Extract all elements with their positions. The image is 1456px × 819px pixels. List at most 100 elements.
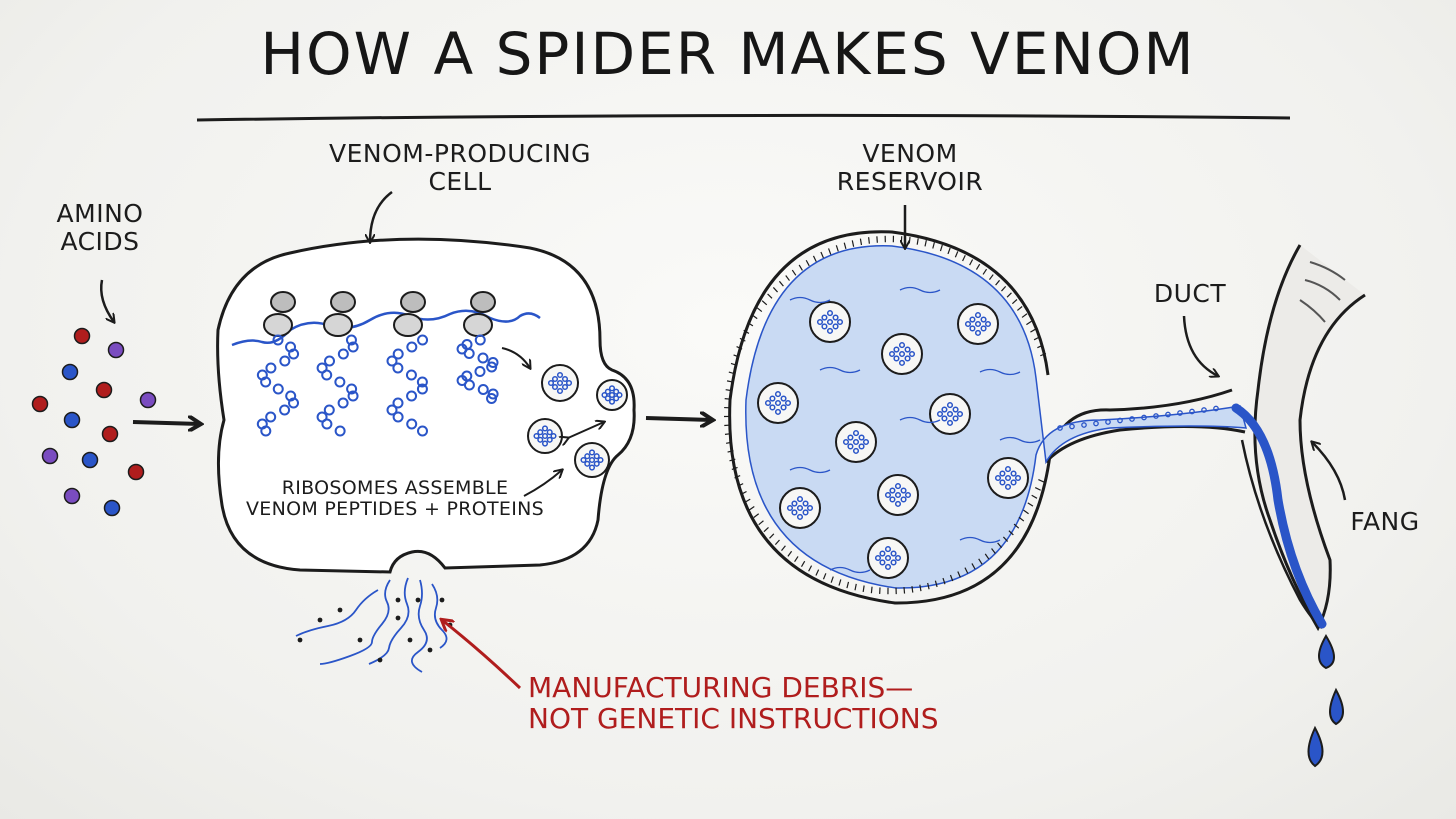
- venom-peptide: [593, 460, 600, 467]
- amino-bead: [486, 393, 498, 404]
- venom-peptide: [826, 310, 834, 317]
- amino-bead: [337, 397, 349, 409]
- membrane-tick: [725, 389, 732, 392]
- vesicle-membrane: [596, 379, 628, 411]
- membrane-tick: [753, 513, 760, 518]
- reservoir-fill: [745, 245, 1248, 589]
- duct-label-arrow: [1182, 315, 1218, 376]
- membrane-tick: [903, 587, 906, 594]
- cell-to-reservoir-arrow: [645, 418, 712, 420]
- membrane-tick: [916, 238, 919, 245]
- duct-particle: [1141, 414, 1147, 421]
- vesicle-membrane: [957, 303, 999, 345]
- membrane-tick: [975, 263, 981, 270]
- venom-peptide: [889, 496, 896, 503]
- debris-strand: [319, 579, 391, 665]
- venom-peptide: [952, 415, 959, 422]
- venom-producing-cell: [216, 237, 636, 574]
- amino-bead: [334, 376, 346, 388]
- membrane-tick: [947, 247, 951, 255]
- venom-peptide: [593, 453, 600, 460]
- membrane-tick: [794, 556, 799, 563]
- amino-bead: [272, 334, 284, 346]
- vesicle-membrane: [867, 537, 909, 579]
- amino-acid: [41, 447, 59, 465]
- venom-peptide: [780, 404, 787, 411]
- ribosome-large-subunit: [393, 313, 423, 337]
- membrane-tick: [1040, 352, 1047, 357]
- venom-peptide: [941, 415, 948, 422]
- amino-bead: [416, 425, 428, 437]
- amino-acid: [95, 381, 113, 399]
- debris-dot: [395, 597, 401, 603]
- venom-peptide: [884, 491, 892, 499]
- amino-acid: [73, 327, 91, 345]
- duct-particle: [1093, 420, 1099, 427]
- venom-peptide: [551, 375, 559, 383]
- venom-peptide: [900, 496, 907, 503]
- venom-peptide: [791, 500, 798, 507]
- reservoir-vesicles: [757, 301, 1029, 579]
- membrane-tick: [1026, 320, 1032, 326]
- membrane-tick: [769, 533, 775, 539]
- venom-peptide: [556, 387, 564, 395]
- venom-peptide: [898, 350, 906, 358]
- venom-peptide: [847, 434, 854, 441]
- membrane-tick: [924, 239, 927, 247]
- membrane-tick: [843, 242, 847, 250]
- venom-peptide: [904, 355, 911, 362]
- fang-venom-channel: [1231, 403, 1327, 629]
- venom-peptide: [889, 487, 896, 494]
- venom-peptide: [936, 410, 944, 418]
- membrane-tick: [763, 526, 769, 533]
- membrane-tick: [744, 498, 751, 503]
- venom-peptide: [898, 342, 906, 349]
- duct-particle: [1201, 407, 1207, 413]
- membrane-tick: [733, 354, 740, 358]
- amino-bead: [463, 348, 475, 359]
- vesicle-membrane: [757, 382, 799, 424]
- membrane-tick: [781, 545, 786, 552]
- venom-peptide: [890, 550, 897, 557]
- membrane-tick: [747, 322, 754, 327]
- venom-peptide: [584, 453, 591, 460]
- membrane-tick: [812, 255, 817, 262]
- ribosome: [456, 291, 499, 404]
- venom-peptide: [791, 509, 798, 516]
- membrane-tick: [1018, 516, 1025, 522]
- vesicle-membrane: [835, 421, 877, 463]
- membrane-tick: [785, 275, 790, 281]
- amino-acid: [31, 395, 49, 413]
- reservoir-vesicle: [809, 301, 851, 343]
- debris-dot: [439, 597, 445, 603]
- venom-peptide: [821, 323, 828, 330]
- venom-peptide: [884, 546, 892, 553]
- ribosome: [256, 291, 300, 437]
- membrane-tick: [1008, 530, 1014, 536]
- fang-outline: [1253, 244, 1366, 632]
- amino-bead: [260, 376, 272, 388]
- debris-label: MANUFACTURING DEBRIS—NOT GENETIC INSTRUC…: [528, 671, 939, 736]
- ribosome-small-subunit: [400, 291, 426, 313]
- duct-particle: [1069, 423, 1075, 430]
- cell-vesicle: [574, 442, 610, 478]
- debris-strand: [295, 589, 379, 637]
- venom-strand: [829, 566, 871, 574]
- venom-peptide: [956, 410, 964, 418]
- amino-bead: [477, 384, 489, 395]
- ribosome-large-subunit: [323, 313, 353, 337]
- venom-peptide: [806, 504, 814, 512]
- membrane-tick: [942, 577, 946, 585]
- fang-inner-line: [1240, 439, 1323, 629]
- reservoir-vesicle: [929, 393, 971, 435]
- amino-bead: [417, 334, 429, 346]
- membrane-tick: [1034, 486, 1041, 491]
- membrane-tick: [1001, 285, 1007, 292]
- venom-peptide: [1014, 474, 1022, 482]
- venom-peptide: [604, 395, 611, 402]
- ribosome-large-subunit: [263, 313, 293, 337]
- membrane-tick: [800, 560, 806, 567]
- membrane-tick: [730, 362, 737, 366]
- duct-particle: [1165, 411, 1171, 418]
- amino-bead: [334, 425, 346, 437]
